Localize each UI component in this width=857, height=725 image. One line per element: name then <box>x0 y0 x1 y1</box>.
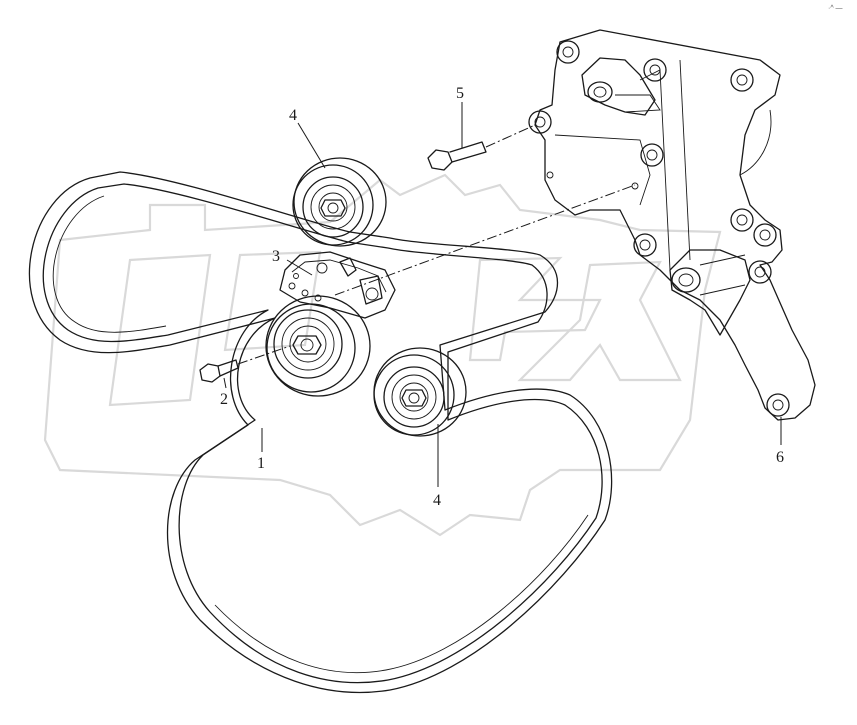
idler-pulley-upper <box>292 157 387 247</box>
mounting-bracket <box>528 29 816 421</box>
belt-tensioner <box>279 251 396 319</box>
corner-mark: ·^ — <box>828 5 843 12</box>
callout-leaders <box>223 102 782 487</box>
callout-3: 3 <box>272 248 280 265</box>
callout-6: 6 <box>776 449 784 466</box>
callout-4-upper: 4 <box>289 107 297 124</box>
callout-4-lower: 4 <box>433 492 441 509</box>
callout-1: 1 <box>257 455 265 472</box>
callout-5: 5 <box>456 85 464 102</box>
watermark-logo <box>43 173 722 537</box>
poly-v-belt <box>28 171 613 694</box>
axis-line <box>334 184 636 296</box>
idler-pulley-lower <box>373 347 467 437</box>
tensioner-bolt <box>199 345 291 383</box>
bracket-bolt <box>427 124 536 171</box>
tensioner-pulley <box>265 295 371 397</box>
callout-2: 2 <box>220 391 228 408</box>
